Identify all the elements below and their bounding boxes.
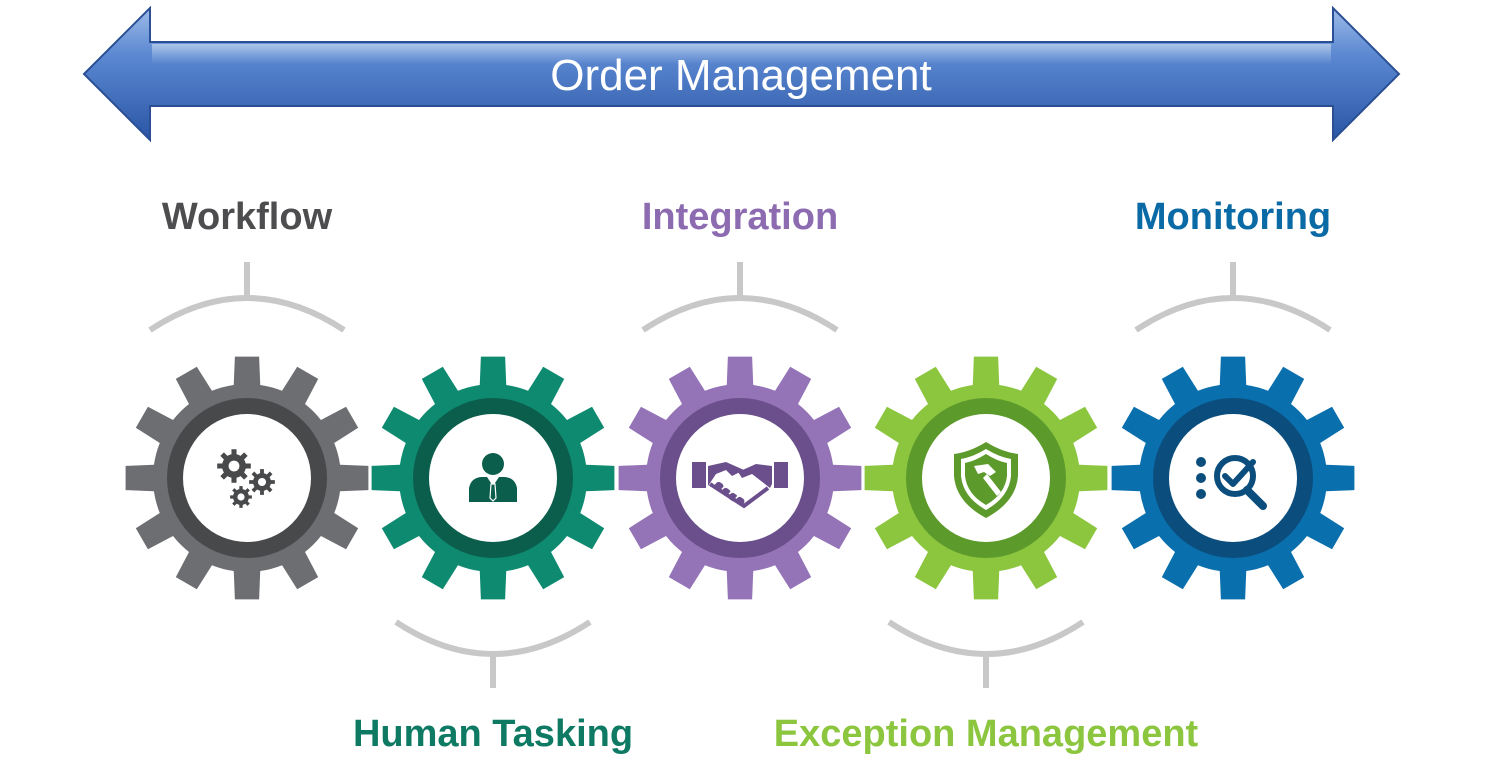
gear-center [1169,414,1297,542]
gear-center [676,414,804,542]
connector-bracket [887,619,1085,688]
person-icon [469,453,517,502]
gear-center [183,414,311,542]
stage-label: Workflow [162,196,333,238]
magnifier-check-icon [1196,455,1267,510]
stage-label: Monitoring [1135,196,1331,238]
stage-exception-management: Exception Management [774,356,1199,755]
connector-bracket [394,619,592,688]
stage-monitoring: Monitoring [1111,196,1355,600]
stage-label: Human Tasking [353,713,633,755]
connector-bracket [148,262,346,333]
stage-label: Integration [642,196,838,238]
stage-integration: Integration [618,196,862,600]
shield-hammer-icon [954,442,1018,518]
stage-human-tasking: Human Tasking [353,356,633,755]
title-arrow: Order Management [82,5,1401,143]
stage-workflow: Workflow [125,196,369,600]
gears-icon [217,449,275,508]
stage-label: Exception Management [774,713,1199,755]
connector-bracket [641,262,839,333]
double-arrow-highlight [152,44,1331,64]
double-arrow-shape [82,5,1401,143]
connector-bracket [1134,262,1332,333]
diagram-title: Order Management [550,51,932,100]
handshake-icon [692,462,788,509]
